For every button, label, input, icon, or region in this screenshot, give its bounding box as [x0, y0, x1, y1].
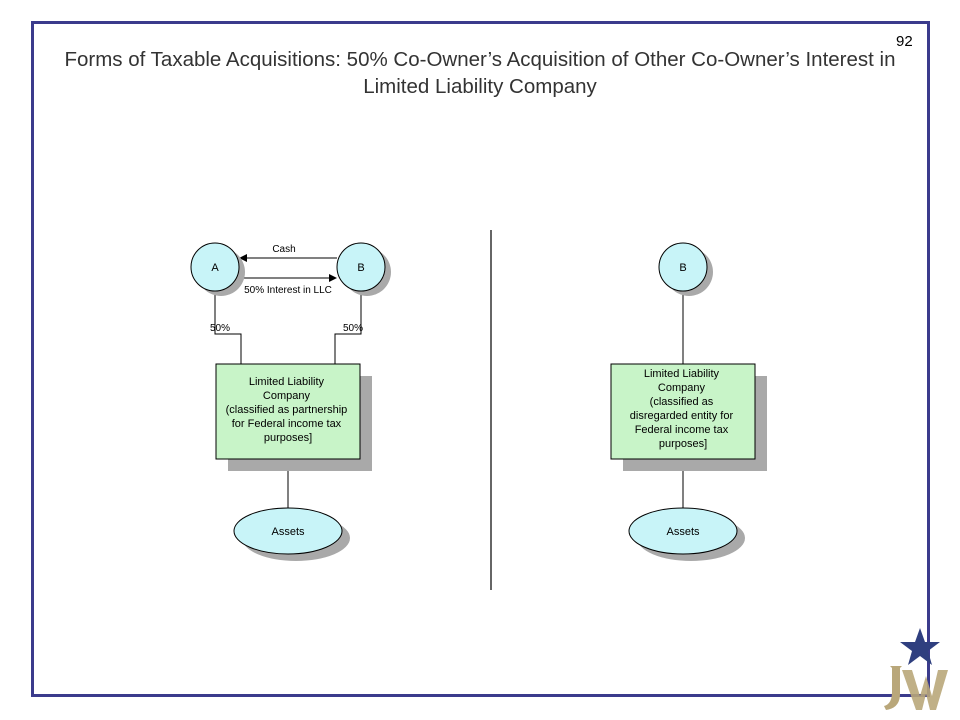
owner-a-circle — [190, 242, 240, 292]
assets-ellipse — [628, 507, 738, 555]
owner-a-label: A — [211, 262, 219, 274]
llc-line: Federal income tax — [635, 424, 729, 436]
llc-line: disregarded entity for — [630, 410, 734, 422]
llc-line: purposes] — [659, 438, 707, 450]
owner-b-label: B — [357, 262, 364, 274]
llc-line: (classified as partnership — [226, 404, 348, 416]
llc-line: Limited Liability — [644, 368, 720, 380]
llc-box — [215, 363, 361, 460]
owner-b-circle — [336, 242, 386, 292]
llc-text: Limited Liability Company (classified as… — [226, 376, 351, 444]
llc-box — [610, 363, 756, 460]
left-diagram: Cash 50% Interest in LLC 50% 50% A B Lim… — [190, 242, 391, 561]
owner-b-circle — [658, 242, 708, 292]
llc-line: Company — [658, 382, 706, 394]
llc-line: Company — [263, 390, 311, 402]
cash-label: Cash — [272, 244, 295, 255]
page-title: Forms of Taxable Acquisitions: 50% Co-Ow… — [64, 48, 896, 98]
logo-letter-w — [902, 670, 948, 710]
llc-text: Limited Liability Company (classified as… — [630, 368, 736, 450]
owner-b-label: B — [679, 262, 686, 274]
page-number: 92 — [896, 33, 913, 50]
llc-line: (classified as — [650, 396, 714, 408]
interest-label: 50% Interest in LLC — [244, 285, 332, 296]
percent-b-label: 50% — [343, 323, 363, 334]
llc-line: for Federal income tax — [232, 418, 342, 430]
right-diagram: B Limited Liability Company (classified … — [610, 242, 767, 561]
star-logo-icon — [900, 628, 940, 665]
logo-letter-j — [884, 666, 902, 710]
slide-frame — [31, 21, 930, 697]
percent-a-label: 50% — [210, 323, 230, 334]
assets-ellipse — [233, 507, 343, 555]
llc-line: purposes] — [264, 432, 312, 444]
connector-a-llc — [214, 290, 242, 364]
assets-label: Assets — [666, 526, 700, 538]
connector-b-llc — [334, 290, 362, 364]
jw-logo — [884, 628, 948, 710]
llc-line: Limited Liability — [249, 376, 325, 388]
assets-label: Assets — [271, 526, 305, 538]
